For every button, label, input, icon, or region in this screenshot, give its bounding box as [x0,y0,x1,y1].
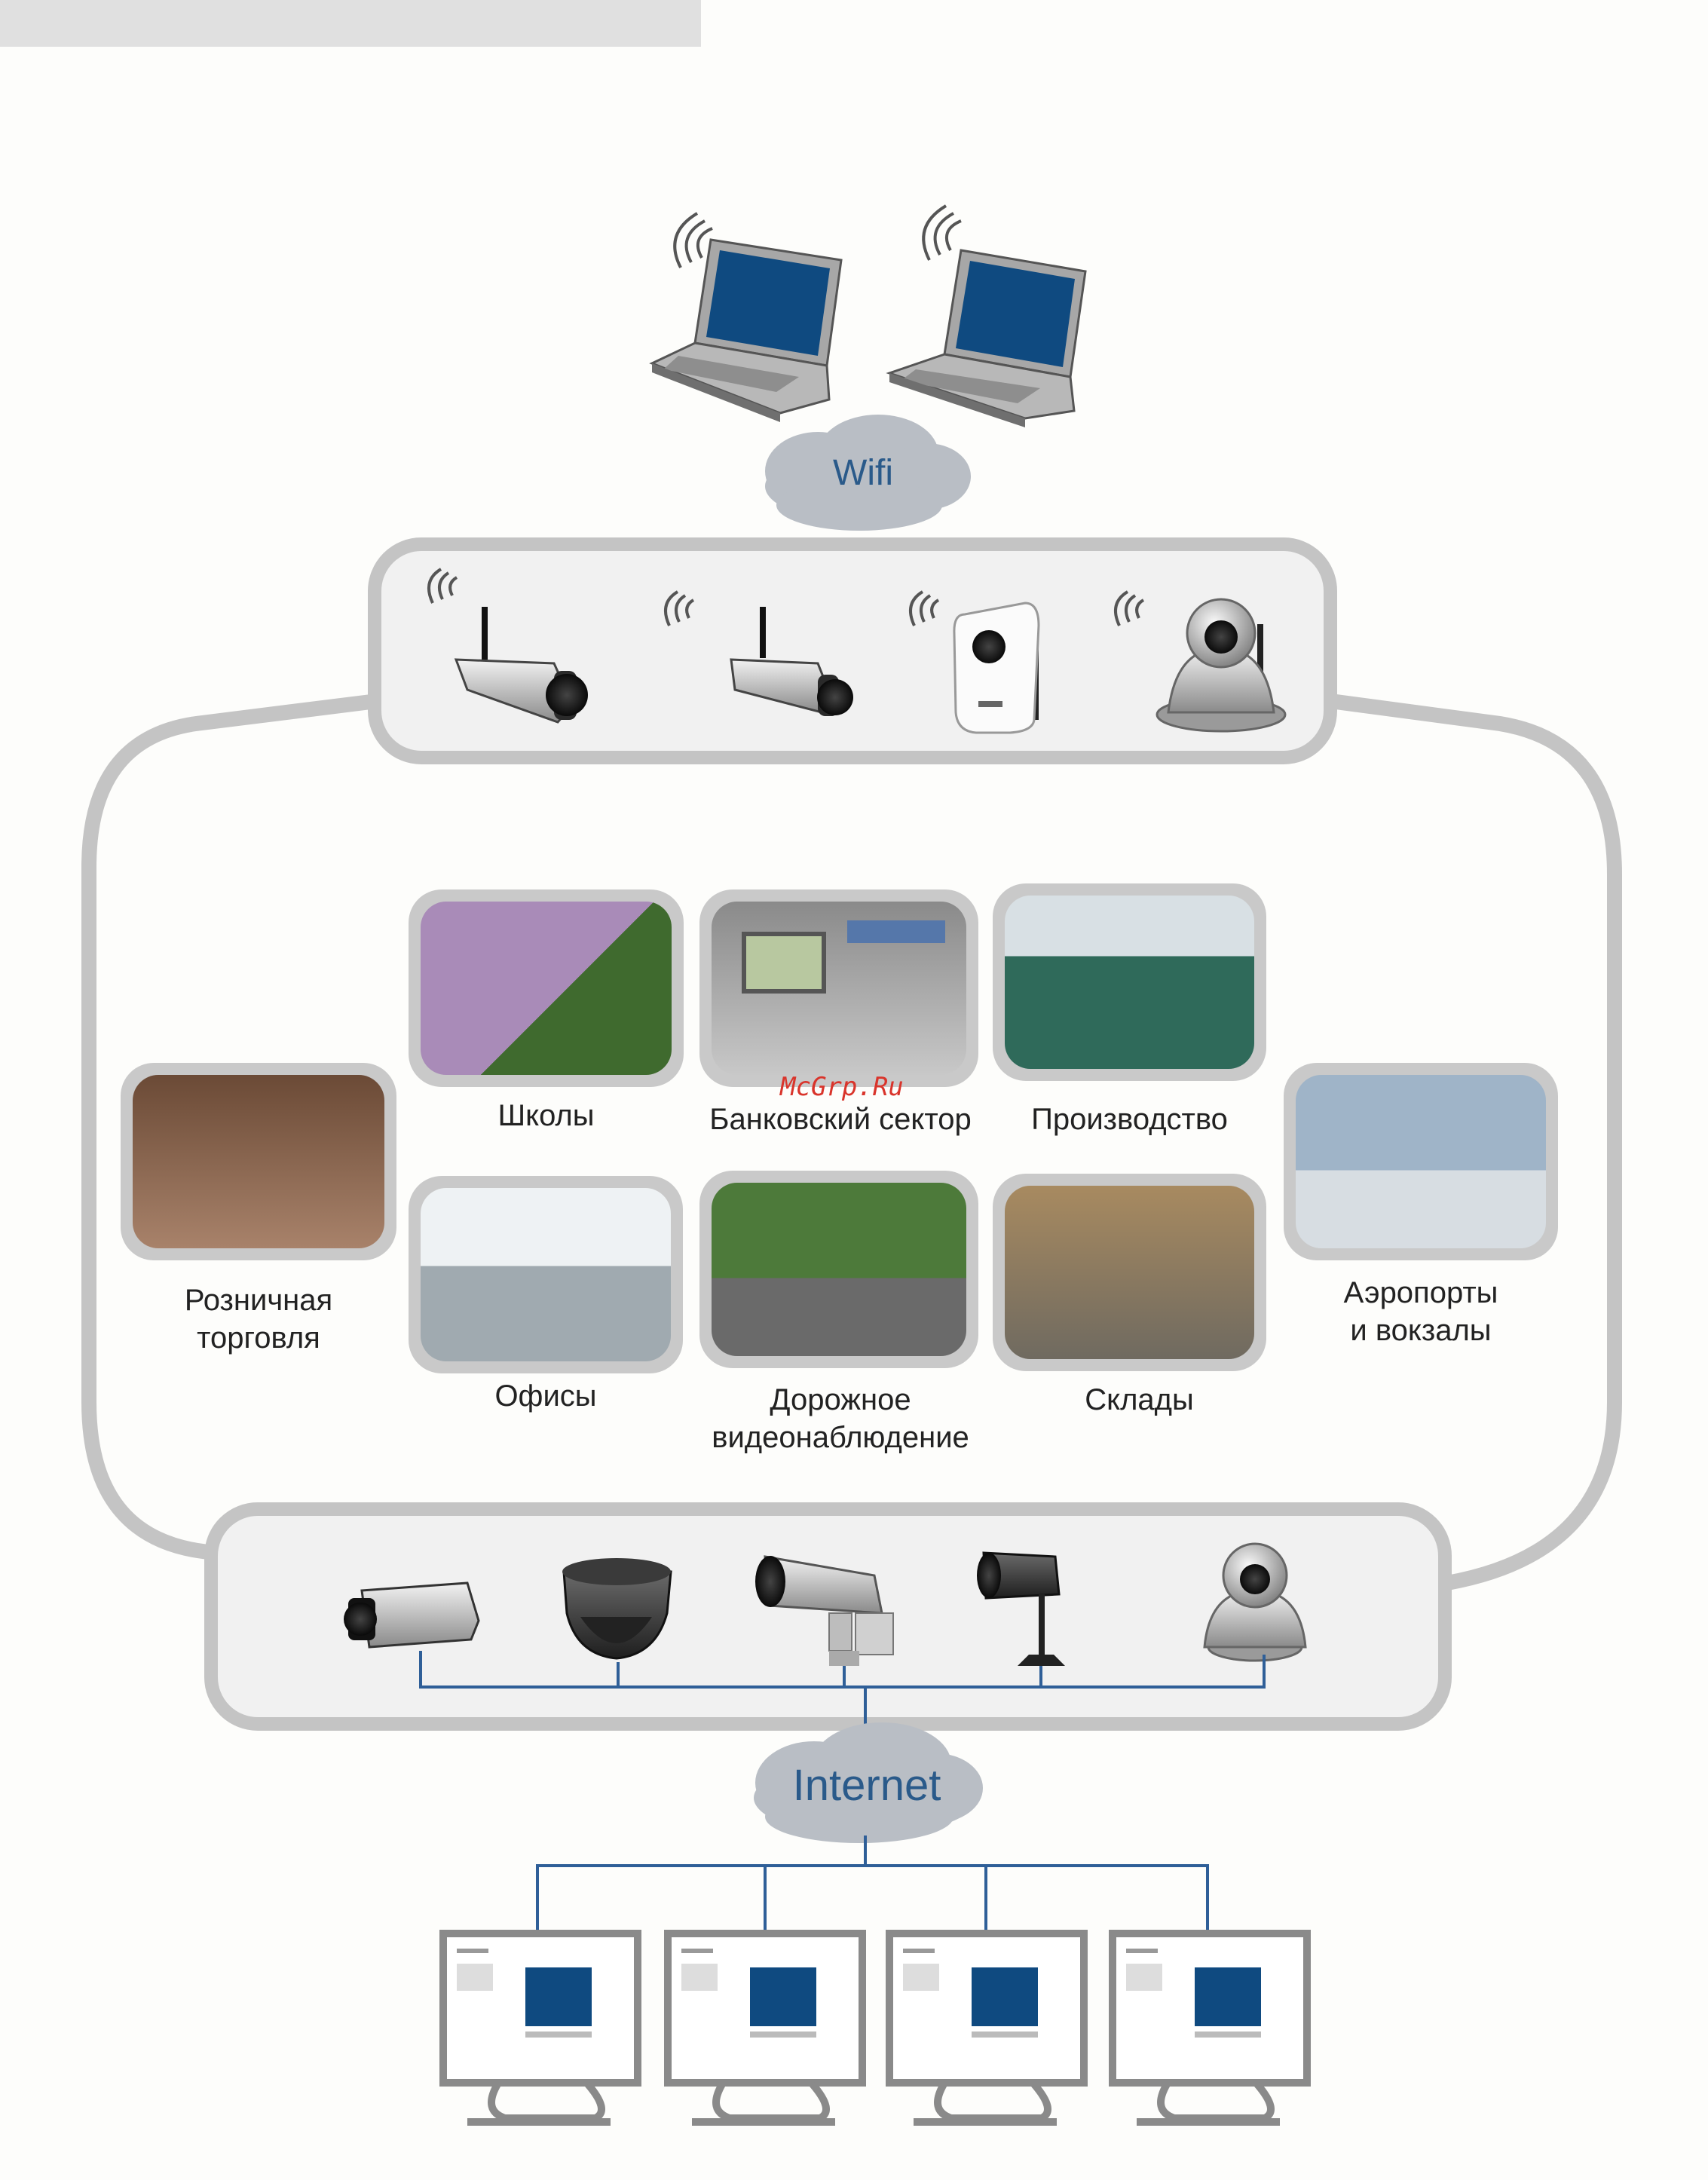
internet-cloud-label: Internet [758,1760,976,1811]
monitor-icon [443,1934,638,2126]
watermark: McGrp.Ru [780,1072,904,1102]
monitor-icon [1113,1934,1307,2126]
laptop-icon [889,250,1085,427]
traffic-photo [699,1171,978,1368]
monitor-connection-lines [537,1836,1208,1937]
airports-photo [1284,1063,1558,1260]
monitor-icon [889,1934,1084,2126]
warehouses-photo [993,1174,1266,1371]
wifi-signal-icon [923,206,961,260]
schools-photo [409,889,684,1087]
schools-label: Школы [409,1097,684,1134]
manufacturing-label: Производство [993,1101,1266,1138]
manufacturing-photo [993,883,1266,1081]
monitor-icon [668,1934,862,2126]
banking-label: Банковский сектор [678,1101,1002,1138]
box-camera-icon [344,1583,479,1647]
traffic-label: Дорожное видеонаблюдение [678,1381,1002,1456]
wifi-cloud-label: Wifi [776,452,950,494]
offices-label: Офисы [409,1377,683,1415]
airports-label: Аэропорты и вокзалы [1284,1274,1558,1349]
warehouses-label: Склады [1002,1381,1276,1419]
banking-photo [699,889,978,1087]
retail-photo [121,1063,396,1260]
retail-label: Розничная торговля [121,1281,396,1357]
offices-photo [409,1176,683,1373]
